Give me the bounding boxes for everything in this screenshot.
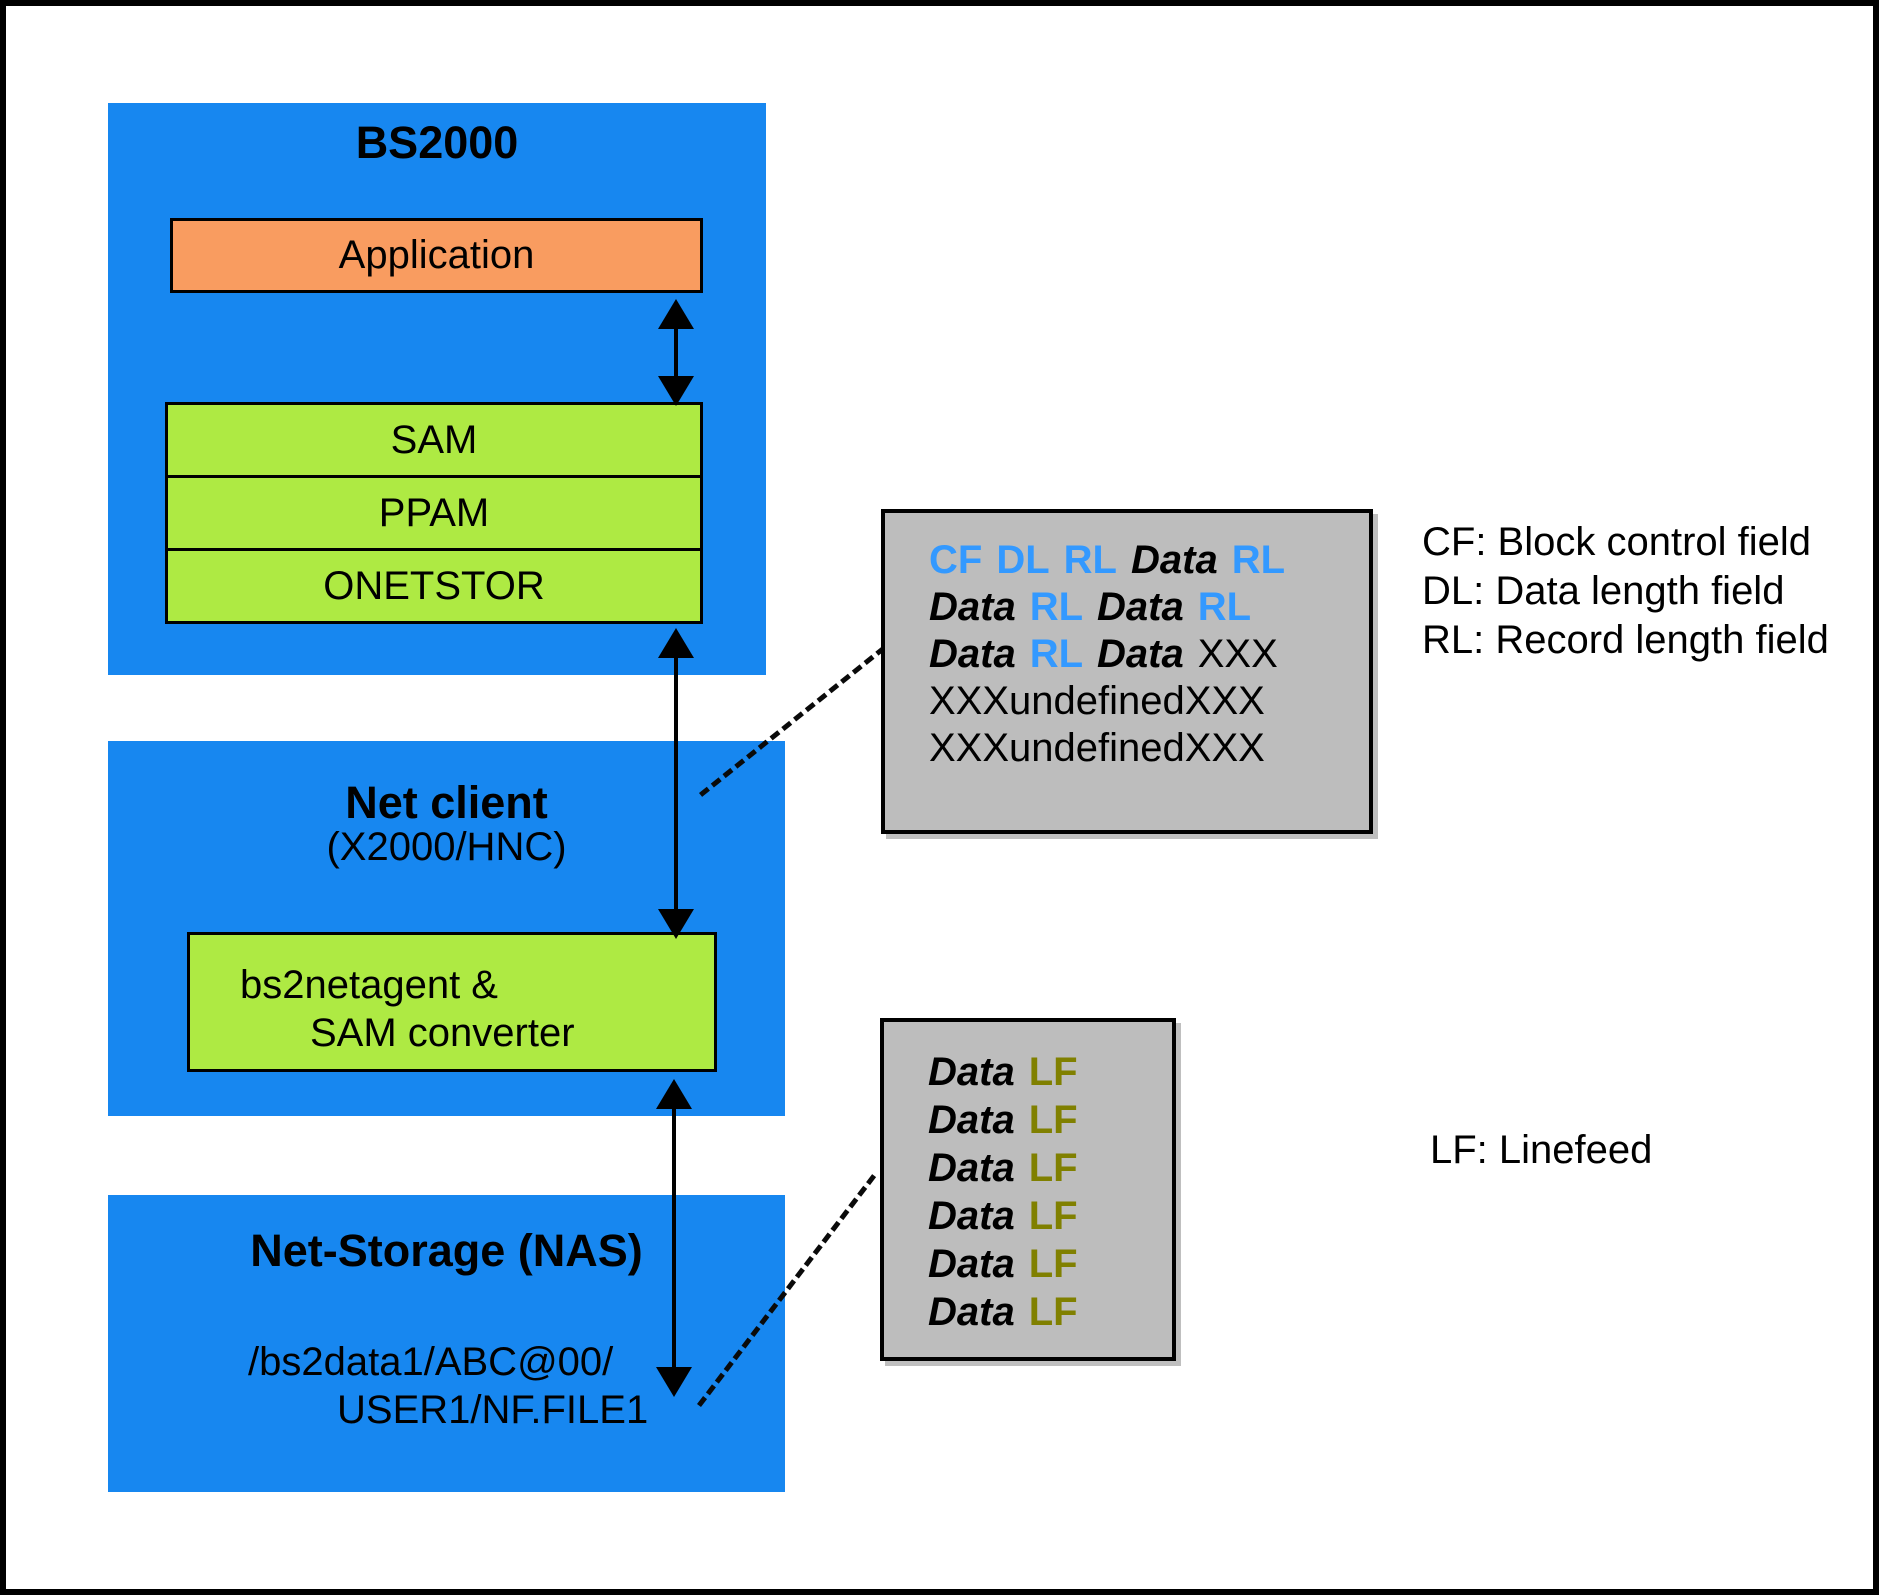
arrowhead-up-icon bbox=[658, 628, 694, 658]
layer-onetstor: ONETSTOR bbox=[165, 548, 703, 624]
arrowhead-down-icon bbox=[658, 376, 694, 406]
nfs-format-legend: LF: Linefeed bbox=[1430, 1126, 1652, 1175]
arrow-netclient-netstorage bbox=[656, 1079, 692, 1397]
bs2000-title: BS2000 bbox=[355, 117, 519, 168]
bs2netagent-label: bs2netagent & SAM converter bbox=[190, 935, 575, 1057]
arrowhead-down-icon bbox=[656, 1367, 692, 1397]
net-storage-path: /bs2data1/ABC@00/ USER1/NF.FILE1 bbox=[248, 1338, 648, 1434]
layer-ppam-label: PPAM bbox=[378, 490, 490, 535]
net-client-title: Net client bbox=[345, 777, 548, 828]
arrow-shaft bbox=[672, 1109, 676, 1367]
sam-format-line: XXXundefinedXXX bbox=[929, 679, 1265, 723]
net-storage-path-line1: /bs2data1/ABC@00/ bbox=[248, 1340, 614, 1384]
net-client-subtitle: (X2000/HNC) bbox=[326, 825, 567, 869]
layer-onetstor-label: ONETSTOR bbox=[323, 563, 545, 608]
sam-format-legend: CF: Block control field DL: Data length … bbox=[1422, 518, 1829, 665]
arrow-onetstor-netclient bbox=[658, 628, 694, 939]
bs2netagent-line2: SAM converter bbox=[310, 1011, 575, 1055]
arrowhead-down-icon bbox=[658, 909, 694, 939]
legend-lf: LF: Linefeed bbox=[1430, 1128, 1653, 1172]
legend-dl: DL: Data length field bbox=[1422, 569, 1785, 613]
net-storage-title: Net-Storage (NAS) bbox=[250, 1225, 643, 1276]
bs2netagent-line1: bs2netagent & bbox=[240, 963, 498, 1007]
arrow-application-sam bbox=[658, 299, 694, 406]
bs2netagent-box: bs2netagent & SAM converter bbox=[187, 932, 717, 1072]
bs2000-box: BS2000 Application SAM PPAM ONETSTOR bbox=[108, 103, 766, 675]
layer-sam: SAM bbox=[165, 402, 703, 478]
arrowhead-up-icon bbox=[656, 1079, 692, 1109]
legend-rl: RL: Record length field bbox=[1422, 618, 1829, 662]
net-storage-path-line2: USER1/NF.FILE1 bbox=[337, 1388, 649, 1432]
arrowhead-up-icon bbox=[658, 299, 694, 329]
access-method-stack: SAM PPAM ONETSTOR bbox=[165, 402, 703, 624]
application-box: Application bbox=[170, 218, 703, 293]
layer-sam-label: SAM bbox=[390, 417, 478, 462]
layer-ppam: PPAM bbox=[165, 475, 703, 551]
sam-format-line: XXXundefinedXXX bbox=[929, 726, 1265, 770]
arrow-shaft bbox=[674, 658, 678, 909]
legend-cf: CF: Block control field bbox=[1422, 520, 1812, 564]
application-label: Application bbox=[338, 233, 535, 277]
arrow-shaft bbox=[674, 329, 678, 376]
